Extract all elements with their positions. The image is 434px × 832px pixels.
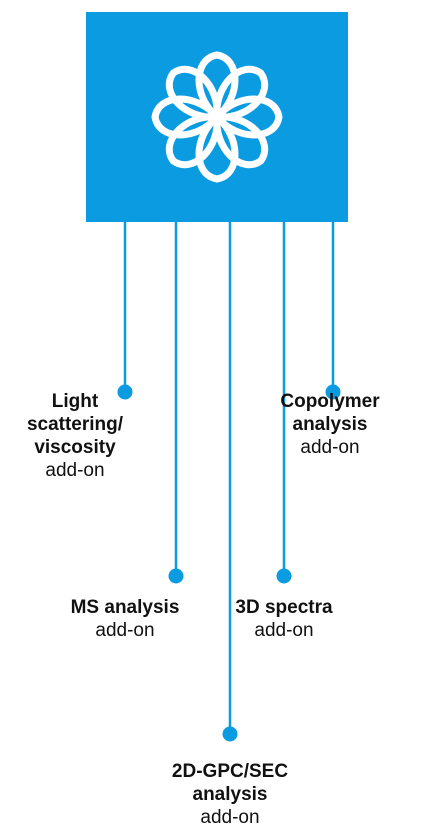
flower-petal: [213, 65, 269, 121]
connector-dot-copolymer: [325, 384, 341, 400]
flower-petal: [165, 65, 221, 121]
addon-label-3d-spectra: 3D spectra add-on: [235, 597, 333, 641]
connector-dot-2d-gpc: [222, 726, 238, 742]
connector-dot-3d-spectra: [276, 568, 292, 584]
addon-label-copolymer: Copolymer analysis add-on: [280, 391, 380, 458]
addon-label-light-scattering: Light scattering/ viscosity add-on: [26, 391, 124, 481]
logo-box: [86, 12, 348, 222]
flower-petal: [213, 113, 269, 169]
flower-petal: [213, 95, 283, 139]
addon-label-2d-gpc: 2D-GPC/SEC analysis add-on: [171, 761, 289, 828]
flower-petal: [195, 113, 239, 183]
addon-label-ms-analysis: MS analysis add-on: [70, 597, 180, 641]
flower-petal: [195, 51, 239, 121]
flower-petal: [151, 95, 221, 139]
connector-dot-ms-analysis: [168, 568, 184, 584]
flower-icon: [151, 51, 283, 183]
flower-petal: [165, 113, 221, 169]
connector-dot-light-scattering: [117, 384, 133, 400]
